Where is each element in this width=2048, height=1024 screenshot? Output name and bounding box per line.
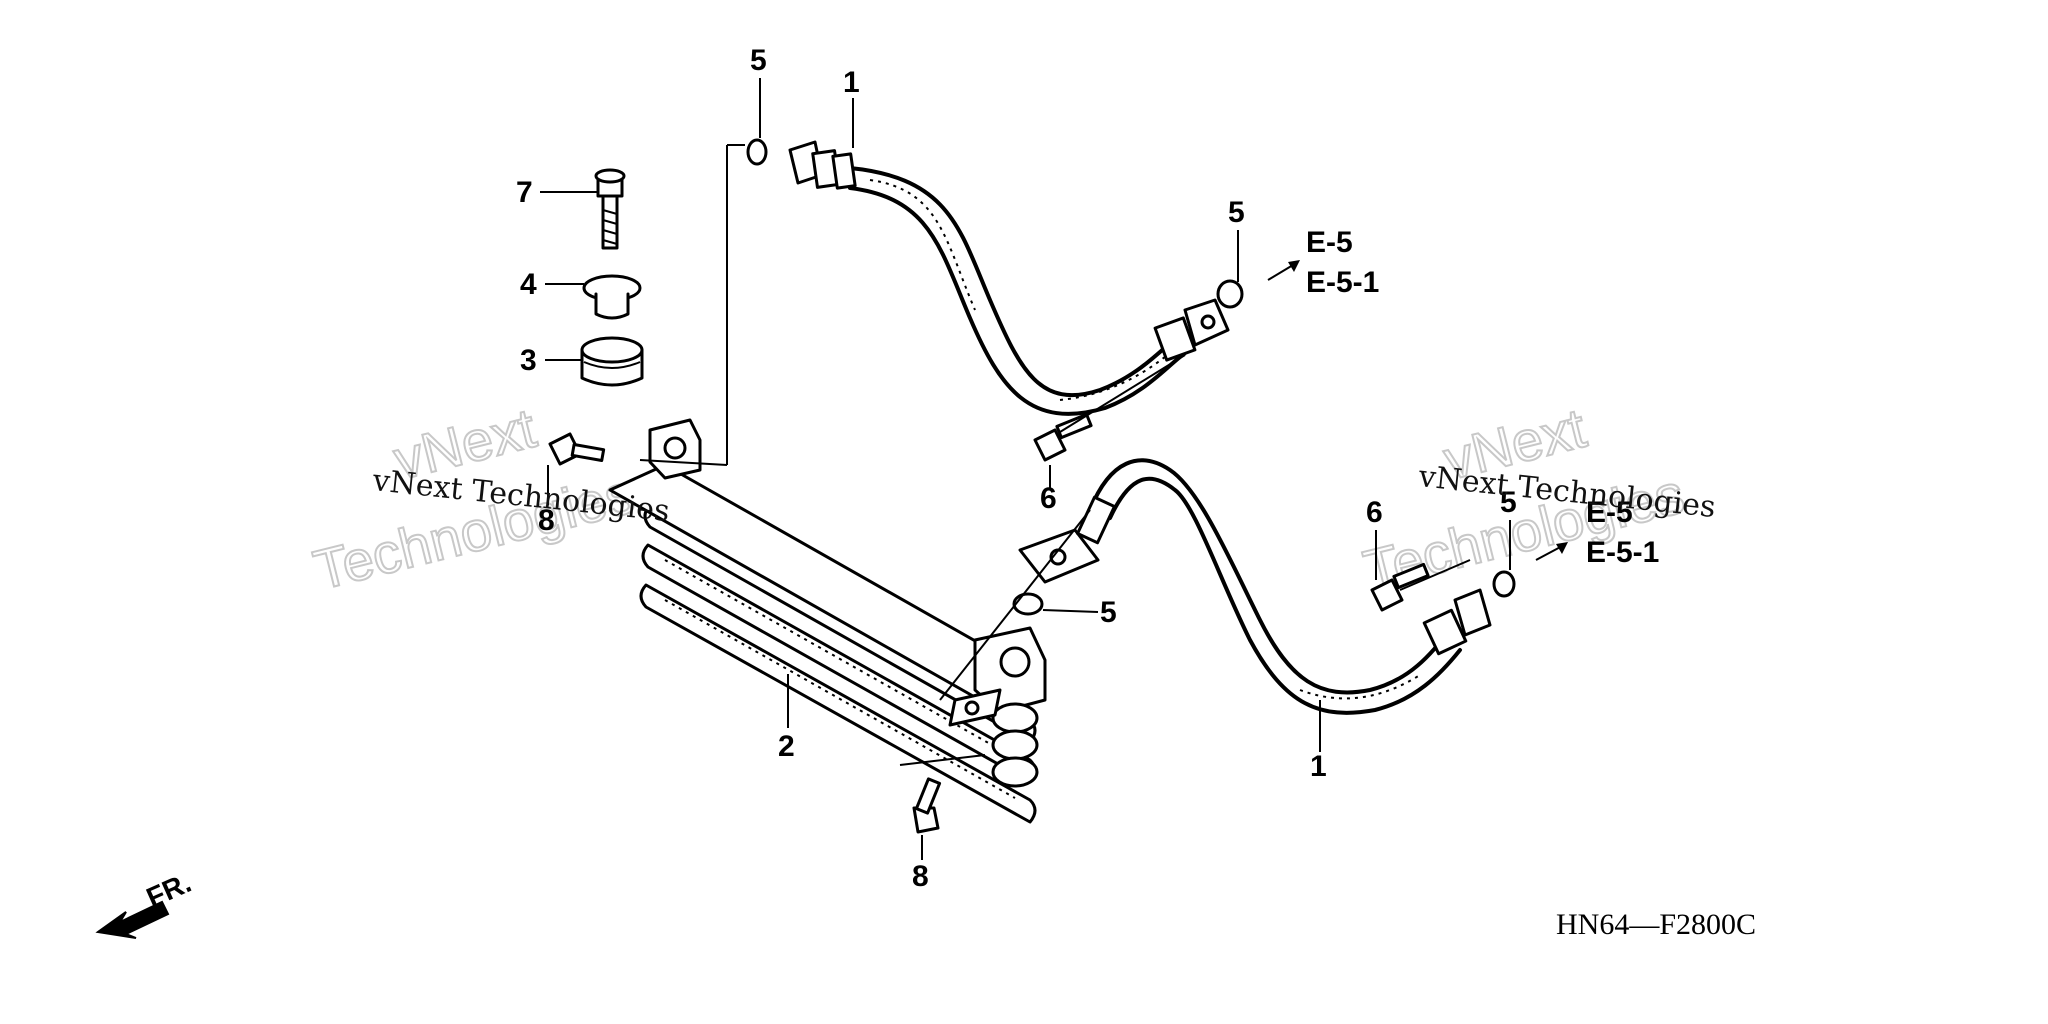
bolt-part-6-center (1033, 412, 1093, 462)
bolt-part-7 (594, 168, 626, 250)
callout-4: 4 (520, 268, 537, 301)
ref-right-e5: E-5 (1586, 496, 1633, 529)
bolt-part-6-right (1370, 562, 1430, 612)
callout-6-center: 6 (1040, 482, 1057, 515)
callout-2: 2 (778, 730, 795, 763)
bolt-part-8-left (548, 432, 606, 466)
diagram-code: HN64—F2800C (1556, 908, 1756, 941)
oil-cooler (608, 418, 1047, 824)
ref-top-e51: E-5-1 (1306, 266, 1379, 299)
grommet-part-3 (580, 336, 644, 387)
callout-1-upper-hose: 1 (843, 66, 860, 99)
washer-part-5-right (1492, 570, 1516, 598)
callout-8-left: 8 (538, 504, 555, 537)
callout-6-right: 6 (1366, 496, 1383, 529)
callout-7: 7 (516, 176, 533, 209)
callout-1-lower-hose: 1 (1310, 750, 1327, 783)
washer-part-5-top (746, 138, 768, 166)
callout-8-bottom: 8 (912, 860, 929, 893)
collar-part-4 (582, 274, 642, 320)
washer-part-5-upper-right (1216, 279, 1244, 309)
callouts: 5 1 7 4 3 5 6 5 6 5 2 1 8 8 (516, 44, 1517, 893)
callout-3: 3 (520, 344, 537, 377)
callout-5-right: 5 (1500, 486, 1517, 519)
reference-labels: E-5 E-5-1 E-5 E-5-1 (1306, 226, 1659, 569)
front-label: FR. (142, 867, 196, 914)
callout-5-top: 5 (750, 44, 767, 77)
ref-top-e5: E-5 (1306, 226, 1353, 259)
leader-lines (540, 78, 1568, 860)
callout-5-center: 5 (1100, 596, 1117, 629)
hose-upper (788, 140, 1230, 416)
front-direction-arrow: FR. (95, 867, 196, 939)
bolt-part-8-bottom (912, 777, 942, 834)
ref-right-e51: E-5-1 (1586, 536, 1659, 569)
callout-5-upper-right: 5 (1228, 196, 1245, 229)
washer-part-5-center (1012, 592, 1044, 616)
